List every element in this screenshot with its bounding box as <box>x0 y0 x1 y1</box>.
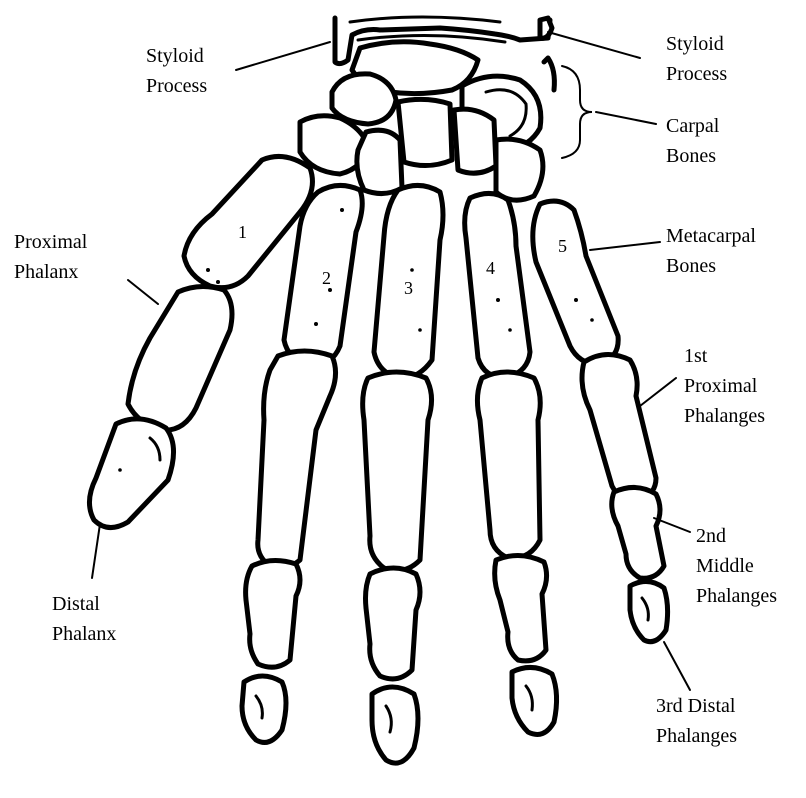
label-line: 3rd Distal <box>656 695 736 717</box>
label-line: 1st <box>684 345 708 367</box>
label-proximal-phalanx: Proximal Phalanx <box>14 231 88 283</box>
label-line: Proximal <box>684 375 758 397</box>
little-finger-bones <box>533 201 668 642</box>
label-line: Bones <box>666 255 716 277</box>
label-line: Phalanx <box>52 623 116 645</box>
label-styloid-process-right: Styloid Process <box>666 33 727 85</box>
label-line: Proximal <box>14 231 88 253</box>
label-line: Bones <box>666 145 716 167</box>
middle-finger-bones <box>363 185 443 763</box>
label-line: Distal <box>52 593 100 615</box>
label-line: 2nd <box>696 525 726 547</box>
metacarpal-number-1: 1 <box>238 222 247 242</box>
label-middle-phalanges: 2nd Middle Phalanges <box>696 525 777 607</box>
label-metacarpal-bones: Metacarpal Bones <box>666 225 756 277</box>
label-line: Phalanges <box>684 405 765 427</box>
label-distal-phalanx: Distal Phalanx <box>52 593 116 645</box>
metacarpal-number-3: 3 <box>404 278 413 298</box>
label-line: Styloid <box>666 33 724 55</box>
label-line: Styloid <box>146 45 204 67</box>
label-carpal-bones: Carpal Bones <box>666 115 720 167</box>
label-styloid-process-left: Styloid Process <box>146 45 207 97</box>
label-line: Process <box>146 75 207 97</box>
label-line: Phalanges <box>656 725 737 747</box>
label-line: Phalanges <box>696 585 777 607</box>
metacarpal-number-2: 2 <box>322 268 331 288</box>
label-line: Metacarpal <box>666 225 756 247</box>
metacarpal-number-4: 4 <box>486 258 495 278</box>
index-finger-bones <box>242 185 362 742</box>
metacarpal-number-5: 5 <box>558 236 567 256</box>
label-line: Phalanx <box>14 261 78 283</box>
label-distal-phalanges: 3rd Distal Phalanges <box>656 695 737 747</box>
label-line: Process <box>666 63 727 85</box>
label-line: Middle <box>696 555 754 577</box>
label-line: Carpal <box>666 115 720 137</box>
label-proximal-phalanges: 1st Proximal Phalanges <box>684 345 765 427</box>
